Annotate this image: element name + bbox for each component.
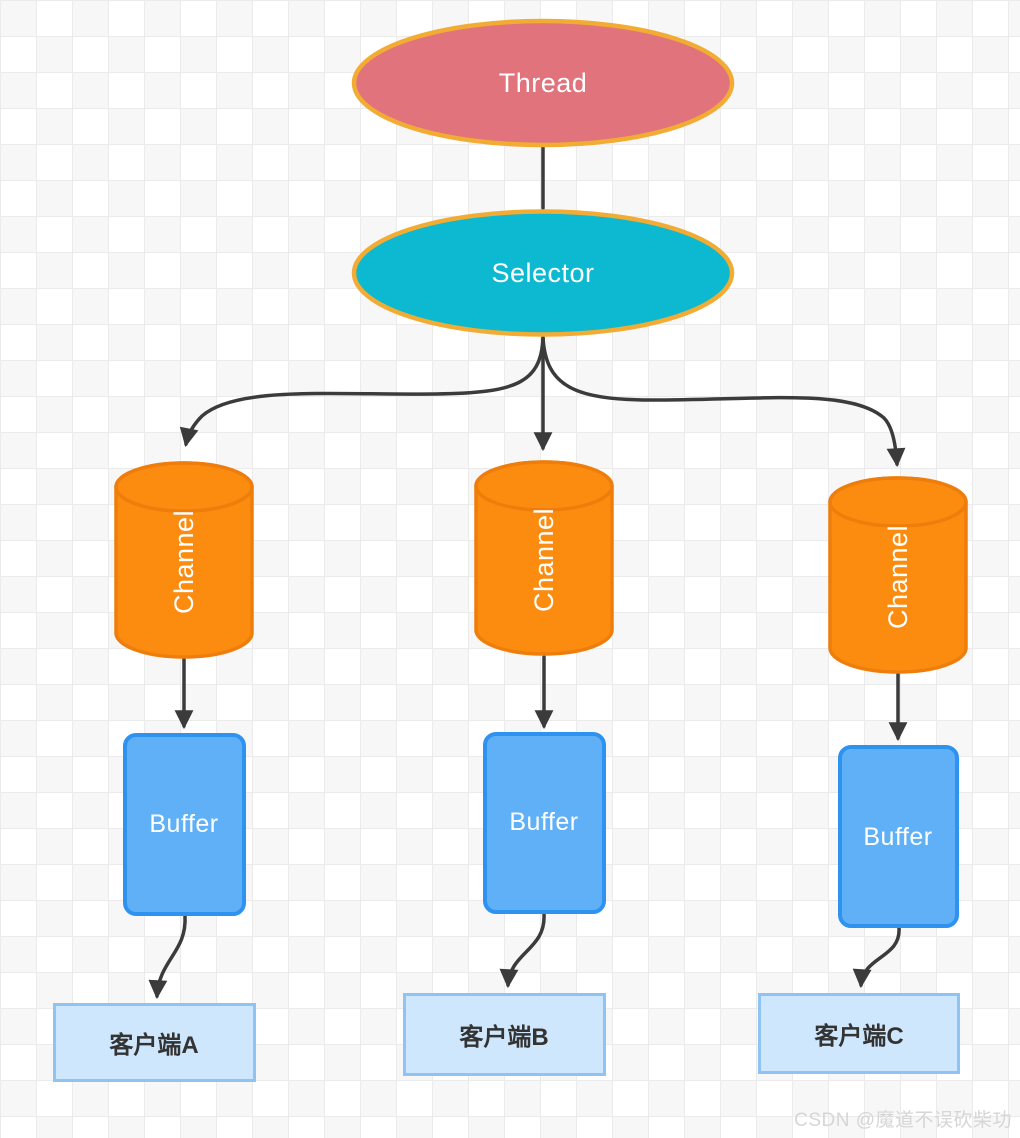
buffer-left-node [123, 733, 246, 916]
client-b-node [403, 993, 606, 1076]
client-a-node [53, 1003, 256, 1082]
edge-buffer-client-left [148, 914, 187, 1000]
channel-right-top [828, 476, 968, 528]
buffer-middle-node [483, 732, 606, 914]
channel-middle-node [474, 460, 614, 656]
channel-left-top [114, 461, 254, 513]
channel-left-node [114, 461, 254, 659]
edge-buffer-client-right [852, 926, 901, 989]
edge-group [148, 144, 908, 1000]
channel-right-node [828, 476, 968, 674]
edge-buffer-client-middle [499, 912, 546, 989]
buffer-right-node [838, 745, 959, 928]
edge-selector-channel-right [541, 336, 906, 468]
edge-selector-channel-left [179, 336, 545, 448]
thread-node [351, 18, 735, 148]
selector-node [351, 209, 735, 337]
channel-middle-top [474, 460, 614, 512]
client-c-node [758, 993, 960, 1074]
watermark-text: CSDN @魔道不误砍柴功 [794, 1110, 1012, 1131]
